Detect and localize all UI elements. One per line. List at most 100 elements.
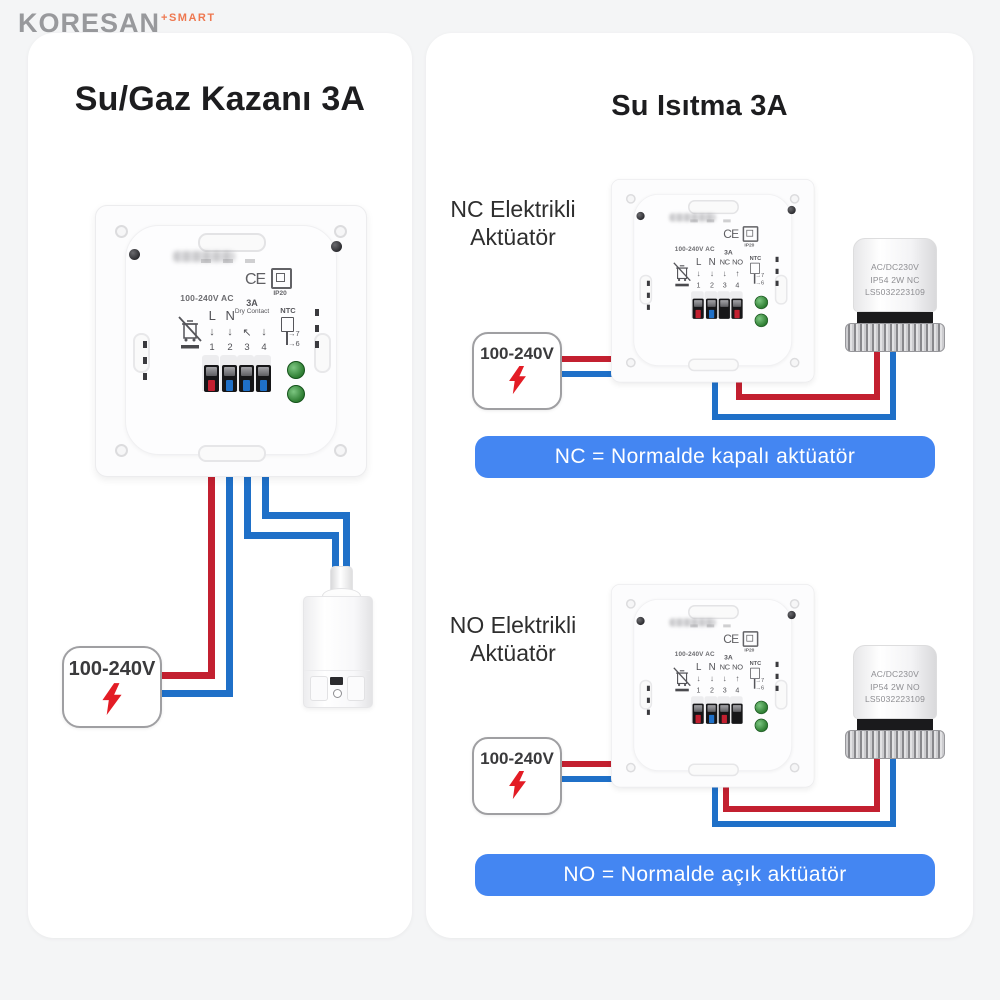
nc-label-line1: NC Elektrikli <box>450 196 576 222</box>
screw-hole <box>625 762 636 773</box>
terminal-arrow-icon: ↓ <box>227 326 233 338</box>
wire-stub <box>695 309 701 319</box>
terminal-number: 1 <box>696 686 701 695</box>
terminal-number: 4 <box>735 281 740 290</box>
no-wire-actuator-red-horizontal <box>723 806 880 812</box>
voltage-rating: 100-240V AC <box>180 293 234 303</box>
terminal-number: 2 <box>709 281 714 290</box>
screw-hole <box>789 357 800 368</box>
ntc-pin-6: →6 <box>755 684 771 691</box>
ntc-pin-line <box>753 273 755 284</box>
actuator-collar <box>845 323 945 352</box>
screw-hole <box>115 444 128 457</box>
ntc-pin-6: →6 <box>755 279 771 286</box>
clip-mark <box>646 304 650 310</box>
pin-arrow-icon: → <box>288 329 296 338</box>
vent-tab <box>723 624 731 628</box>
voltage-rating: 100-240V AC <box>674 649 715 658</box>
green-screw <box>754 718 769 733</box>
terminal-number: 3 <box>722 281 727 290</box>
screw <box>636 211 645 221</box>
terminal-label: N <box>708 256 716 268</box>
top-slot <box>688 604 739 620</box>
ip20-icon <box>742 226 759 242</box>
terminal-number: 2 <box>227 342 233 353</box>
terminal-number: 1 <box>209 342 215 353</box>
ntc-pin-line <box>753 678 755 689</box>
wire-stub <box>708 309 715 319</box>
green-screw <box>287 361 305 379</box>
actuator-serial: LS5032223109 <box>864 287 926 297</box>
ip20-icon <box>271 268 292 289</box>
terminal-label: NC <box>719 663 730 672</box>
screw-hole <box>334 444 347 457</box>
screw-hole <box>789 762 800 773</box>
no-section-label: NO Elektrikli Aktüatör <box>428 611 598 667</box>
weee-bin-icon <box>673 262 691 287</box>
power-source-no: 100-240V <box>472 737 562 815</box>
terminal-arrow-icon: ↓ <box>722 269 727 279</box>
screw-hole <box>625 193 636 204</box>
no-wire-actuator-red-rise <box>874 753 880 812</box>
right-panel-title: Su Isıtma 3A <box>611 90 788 122</box>
screw-hole <box>115 225 128 238</box>
screw <box>129 249 140 260</box>
screw-hole <box>625 357 636 368</box>
actuator-no: AC/DC230V IP54 2W NO LS5032223109 <box>853 645 937 719</box>
no-wire-actuator-blue-rise <box>890 753 896 827</box>
weee-bin-icon <box>178 316 202 349</box>
terminal-label: NO <box>732 663 743 672</box>
wire-stub <box>243 380 250 391</box>
side-slot <box>639 274 653 305</box>
voltage-rating: 100-240V AC <box>674 244 715 253</box>
ce-mark: CE <box>723 633 739 647</box>
terminal-clamp <box>692 703 704 724</box>
ip20-icon <box>742 631 759 647</box>
ntc-label: NTC <box>749 254 762 262</box>
wire-boiler2-drop <box>343 512 350 578</box>
ntc-pin-7: →7 <box>288 329 310 338</box>
terminal-number: 3 <box>244 342 250 353</box>
wire-live-vertical <box>208 390 215 679</box>
terminal-clamp <box>731 703 743 724</box>
nc-banner: NC = Normalde kapalı aktüatör <box>475 436 935 478</box>
terminal-arrow-icon: ↓ <box>696 269 701 279</box>
ntc-sensor-icon <box>750 667 760 679</box>
clip-mark <box>775 661 779 668</box>
boiler-panel-window <box>347 676 365 701</box>
terminal-clamp <box>718 703 730 724</box>
terminal-number: 1 <box>696 281 701 290</box>
wire-stub <box>226 380 233 391</box>
terminal-clamp <box>718 298 730 319</box>
terminal-label: N <box>225 308 235 323</box>
power-source-left: 100-240V <box>62 646 162 728</box>
pin-number: 7 <box>295 329 300 338</box>
screw <box>787 205 796 215</box>
terminal-label: NO <box>732 258 743 267</box>
terminal-number: 4 <box>735 686 740 695</box>
terminal-arrow-icon: ↑ <box>735 269 740 279</box>
no-wire-actuator-blue-horizontal <box>712 821 896 827</box>
no-label-line2: Aktüatör <box>470 640 556 666</box>
boiler-panel-line <box>304 670 370 671</box>
ip-rating: IP20 <box>273 290 287 297</box>
power-voltage: 100-240V <box>68 658 156 680</box>
wire-live-horizontal <box>150 672 215 679</box>
terminal-clamp <box>692 298 704 319</box>
device-body <box>125 225 337 455</box>
thermostat-back-no: 100-240V AC CE IP20 3A L N NC NO ↓ ↓ ↓ ↑… <box>611 584 815 788</box>
terminal-clamp <box>705 703 718 724</box>
screw-hole <box>789 193 800 204</box>
terminal-clamp <box>239 365 254 392</box>
actuator-voltage: AC/DC230V <box>870 262 920 272</box>
no-label-line1: NO Elektrikli <box>449 612 577 638</box>
boiler-knob <box>333 689 342 698</box>
clip-mark <box>646 709 650 715</box>
wire-stub <box>260 380 267 391</box>
actuator-voltage: AC/DC230V <box>870 669 920 679</box>
screw <box>331 241 342 252</box>
wire-stub <box>734 309 740 319</box>
terminal-label: L <box>695 256 702 268</box>
lightning-icon <box>102 683 122 715</box>
clip-mark <box>143 373 147 380</box>
